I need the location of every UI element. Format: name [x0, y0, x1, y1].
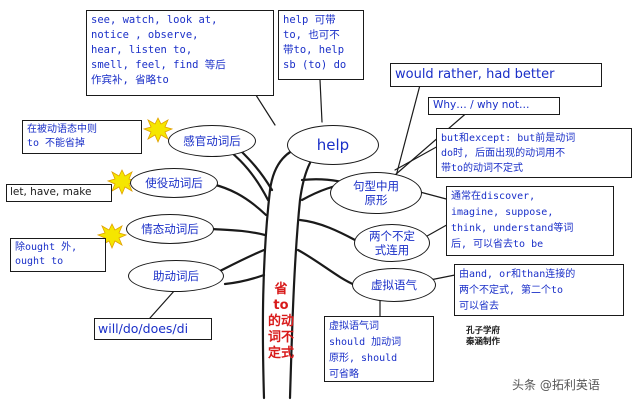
- xuni-ellipse: 虚拟语气: [352, 268, 436, 302]
- zhudong-ellipse: 助动词后: [128, 260, 224, 292]
- subjunctive-note-box: 虚拟语气词 should 加动词 原形, should 可省略: [324, 316, 434, 382]
- trunk-title-line: 词不: [267, 330, 295, 346]
- help-label: help: [317, 138, 349, 152]
- causative-note-box: let, have, make: [6, 184, 112, 202]
- trunk-title-line: 省to: [267, 282, 295, 314]
- liangge-label: 两个不定 式连用: [369, 229, 415, 257]
- trunk-title: 省to 的动 词不 定式: [267, 282, 295, 362]
- juxing-label: 句型中用 原形: [353, 179, 399, 207]
- maker-line: 孔子学府: [466, 326, 500, 337]
- why-not-box: Why… / why not…: [428, 97, 560, 115]
- trunk-title-line: 定式: [267, 346, 295, 362]
- discover-list-box: 通常在discover, imagine, suppose, think, un…: [446, 186, 614, 256]
- perception-verbs-box: see, watch, look at, notice , observe, h…: [86, 10, 274, 96]
- help-note-box: help 可带 to, 也可不 带to, help sb (to) do: [278, 10, 364, 80]
- passive-note-box: 在被动语态中则 to 不能省掉: [22, 120, 142, 154]
- ought-note-box: 除ought 外, ought to: [10, 238, 106, 272]
- zhudong-label: 助动词后: [153, 269, 199, 283]
- help-ellipse: help: [287, 125, 379, 165]
- qinggan-ellipse: 情态动词后: [126, 214, 214, 244]
- juxing-ellipse: 句型中用 原形: [330, 172, 422, 214]
- shiyi-label: 使役动词后: [145, 176, 203, 190]
- liangge-ellipse: 两个不定 式连用: [354, 224, 430, 262]
- qinggan-label: 情态动词后: [141, 222, 199, 236]
- ganguan-label: 感官动词后: [183, 134, 241, 148]
- maker-line: 秦涵制作: [466, 337, 500, 348]
- modals-box: will/do/does/di: [94, 318, 212, 340]
- shiyi-ellipse: 使役动词后: [130, 168, 218, 198]
- ganguan-ellipse: 感官动词后: [168, 125, 256, 157]
- trunk-title-line: 的动: [267, 314, 295, 330]
- watermark: 头条 @拓利英语: [512, 376, 600, 393]
- xuni-label: 虚拟语气: [371, 278, 417, 292]
- would-rather-box: would rather, had better: [390, 63, 602, 87]
- but-except-box: but和except: but前是动词 do时, 后面出现的动词用不 带to的动…: [436, 128, 632, 178]
- maker-credit: 孔子学府 秦涵制作: [466, 326, 500, 348]
- and-or-than-box: 由and, or和than连接的 两个不定式, 第二个to 可以省去: [454, 264, 624, 316]
